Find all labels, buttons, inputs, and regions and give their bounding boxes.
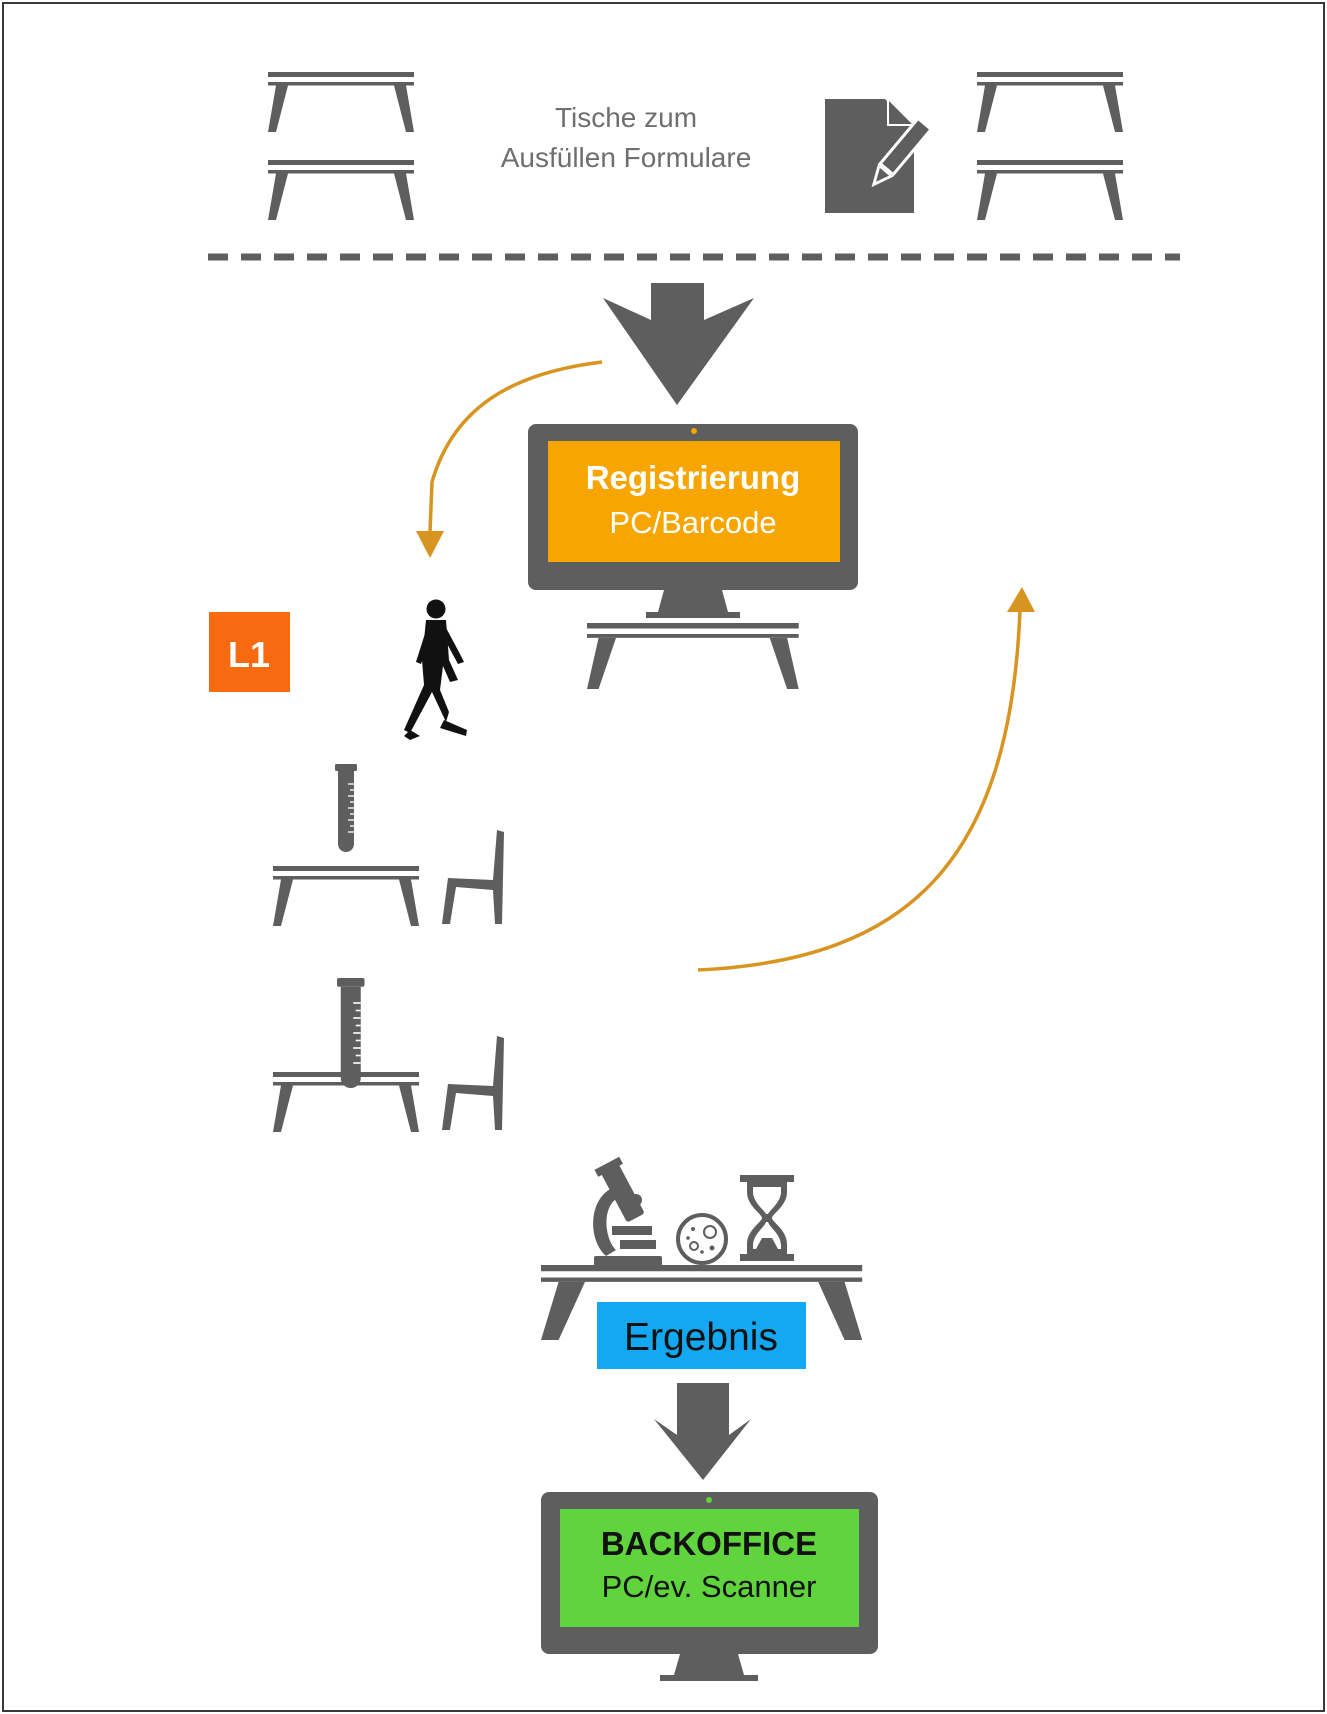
test-tube-icon [334, 763, 358, 853]
test-tube-icon [336, 977, 366, 1089]
petri-dish-icon [676, 1213, 728, 1265]
chair-icon [442, 830, 504, 924]
result-label: Ergebnis [624, 1316, 778, 1359]
monitor-stand [674, 1654, 744, 1675]
monitor-camera-dot [691, 428, 697, 434]
backoffice-station: BACKOFFICE PC/ev. Scanner [541, 1492, 878, 1681]
backoffice-title: BACKOFFICE [601, 1525, 817, 1562]
form-table-bottom-right [977, 160, 1123, 220]
forms-label-line2: Ausfüllen Formulare [501, 142, 752, 173]
monitor-camera-dot [706, 1497, 712, 1503]
walking-person-icon [404, 599, 467, 740]
lane-badge-label: L1 [228, 634, 270, 675]
form-table-bottom-left [268, 160, 414, 220]
forms-area: Tische zum Ausfüllen Formulare [268, 72, 1123, 220]
registration-table [587, 623, 799, 689]
lane-badge [209, 612, 290, 692]
registration-screen [548, 441, 840, 562]
down-arrow-to-backoffice [654, 1383, 751, 1480]
test-table-1 [273, 866, 419, 926]
hourglass-icon [740, 1175, 794, 1261]
forms-label-line1: Tische zum [555, 102, 697, 133]
flow-arrow-test-to-registration [697, 609, 1022, 972]
document-edit-icon [825, 99, 934, 213]
monitor-stand [658, 590, 728, 612]
form-table-top-right [977, 72, 1123, 132]
registration-station: Registrierung PC/Barcode [528, 424, 858, 689]
microscope-icon [593, 1156, 662, 1266]
flow-arrow-registration-to-test [428, 360, 603, 533]
test-station-2 [273, 977, 504, 1132]
flow-arrow-head-down [416, 531, 444, 558]
test-station-1 [273, 763, 504, 926]
flow-arrow-head-up [1007, 587, 1035, 612]
result-badge [597, 1302, 806, 1369]
backoffice-subtitle: PC/ev. Scanner [602, 1569, 817, 1604]
form-table-top-left [268, 72, 414, 132]
backoffice-screen [560, 1509, 859, 1627]
lab-station: Ergebnis [541, 1156, 863, 1369]
chair-icon [442, 1036, 504, 1130]
registration-subtitle: PC/Barcode [609, 505, 776, 540]
registration-title: Registrierung [586, 459, 801, 496]
down-arrow-to-registration [603, 283, 754, 405]
